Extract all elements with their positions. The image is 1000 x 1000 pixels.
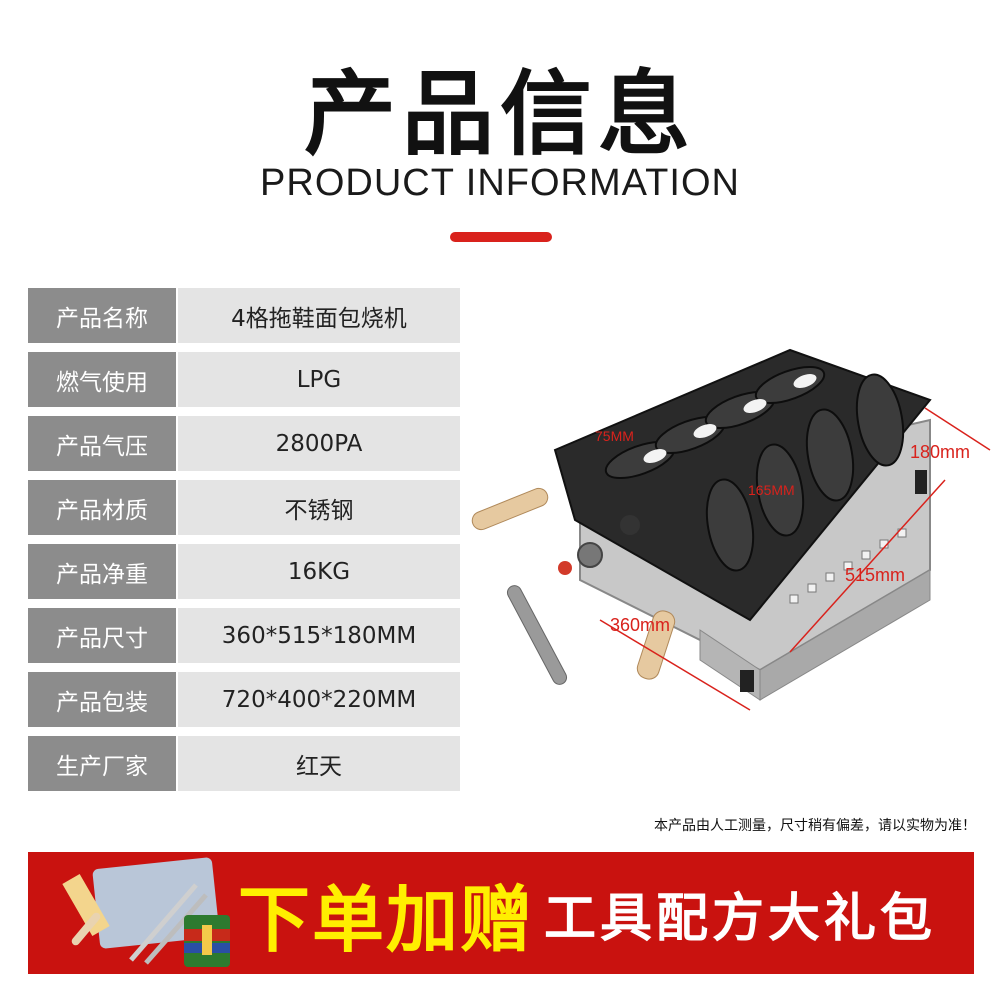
spec-label: 产品气压 — [28, 416, 176, 471]
spec-row-weight: 产品净重 16KG — [28, 544, 460, 599]
spec-value: 360*515*180MM — [178, 608, 460, 663]
spec-label: 产品包装 — [28, 672, 176, 727]
spec-row-name: 产品名称 4格拖鞋面包烧机 — [28, 288, 460, 343]
promo-highlight: 下单加赠 — [238, 877, 535, 962]
dim-width: 360mm — [610, 615, 671, 635]
spec-value: 2800PA — [178, 416, 460, 471]
spec-label: 产品净重 — [28, 544, 176, 599]
measurement-note: 本产品由人工测量，尺寸稍有偏差，请以实物为准！ — [654, 818, 976, 834]
spec-label: 产品材质 — [28, 480, 176, 535]
spec-row-size: 产品尺寸 360*515*180MM — [28, 608, 460, 663]
waffle-machine-illustration — [471, 348, 991, 711]
spec-row-gas: 燃气使用 LPG — [28, 352, 460, 407]
promo-text: 下单加赠 工具配方大礼包 — [176, 852, 974, 974]
dim-mold-length: 165MM — [748, 482, 795, 498]
gift-tools-icon — [62, 857, 230, 967]
product-image: 75MM 165MM 180mm 515mm 360mm — [460, 330, 1000, 730]
spec-label: 产品尺寸 — [28, 608, 176, 663]
title-divider — [450, 232, 552, 242]
dim-mold-width: 75MM — [595, 428, 634, 444]
spec-label: 燃气使用 — [28, 352, 176, 407]
spec-value: 红天 — [178, 736, 460, 791]
dim-height: 180mm — [910, 442, 971, 462]
promo-label: 工具配方大礼包 — [544, 888, 937, 949]
page-title: 产品信息 — [303, 61, 696, 168]
spec-value: 16KG — [178, 544, 460, 599]
spec-value: 720*400*220MM — [178, 672, 460, 727]
spec-row-manufacturer: 生产厂家 红天 — [28, 736, 460, 791]
dim-length: 515mm — [845, 565, 906, 585]
spec-value: LPG — [178, 352, 460, 407]
spec-value: 4格拖鞋面包烧机 — [178, 288, 460, 343]
spec-value: 不锈钢 — [178, 480, 460, 535]
spec-row-pressure: 产品气压 2800PA — [28, 416, 460, 471]
spec-row-material: 产品材质 不锈钢 — [28, 480, 460, 535]
page-subtitle: PRODUCT INFORMATION — [260, 162, 740, 204]
spec-row-package: 产品包装 720*400*220MM — [28, 672, 460, 727]
spec-label: 生产厂家 — [28, 736, 176, 791]
spec-label: 产品名称 — [28, 288, 176, 343]
